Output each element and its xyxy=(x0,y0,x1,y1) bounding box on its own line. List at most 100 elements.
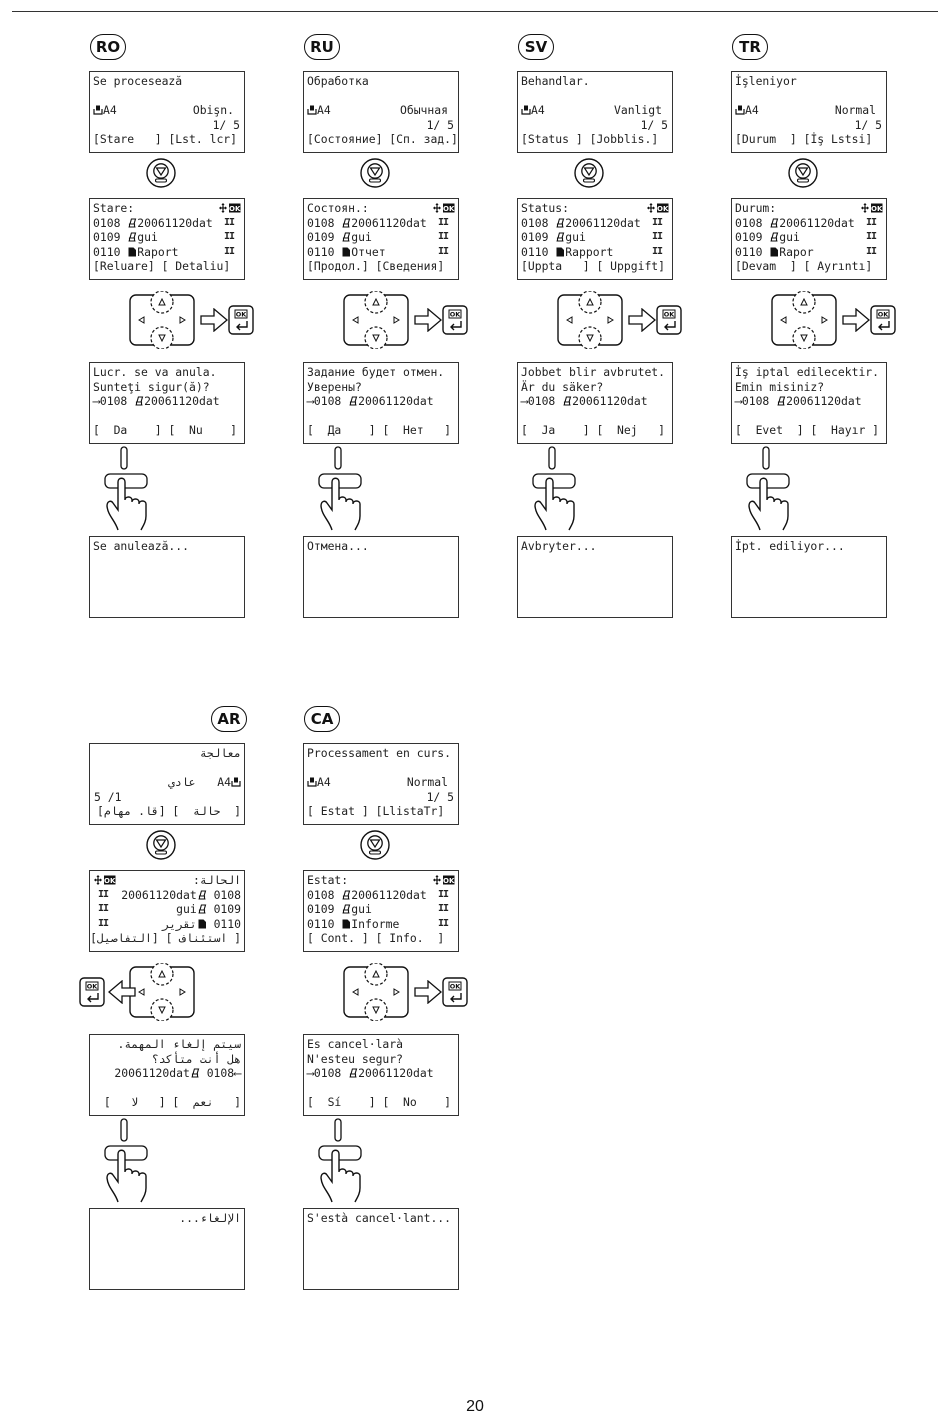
print-job-icon xyxy=(190,1066,200,1080)
softkey-left: [ Estat ] xyxy=(307,804,369,819)
ok-enter-key-icon[interactable]: OK xyxy=(442,977,468,1007)
job-id: 0108 xyxy=(93,215,121,230)
softkey-yes: [ Da ] xyxy=(93,423,162,438)
softkey-right: [قا. مهام] xyxy=(96,804,166,819)
softkey-left: [Продол.] xyxy=(307,259,369,274)
stop-button-icon[interactable] xyxy=(146,830,176,860)
job-id: 0110 xyxy=(521,244,549,259)
svg-text:OK: OK xyxy=(664,311,676,319)
softkey-right: [ Ayrıntı] xyxy=(803,259,873,274)
stop-button-icon[interactable] xyxy=(360,158,390,188)
lcd-title: İşleniyor xyxy=(735,74,797,88)
softkey-no: [ لا ] xyxy=(103,1095,166,1110)
confirm-line-2: Är du säker? xyxy=(521,380,672,395)
paper-type: Obişn. xyxy=(192,103,234,118)
status-title: Estat: xyxy=(307,873,349,887)
job-name: 20061120dat xyxy=(786,394,862,409)
softkey-left: [Uppta ] xyxy=(521,259,590,274)
softkey-left: [Durum ] xyxy=(735,132,797,147)
stop-button-icon[interactable] xyxy=(146,158,176,188)
job-name: gui xyxy=(176,902,197,917)
softkey-right: [Jobblis.] xyxy=(589,132,659,147)
ok-enter-key-icon[interactable]: OK xyxy=(79,977,105,1007)
language-badge-ca: CA xyxy=(304,706,340,732)
status-title: Status: xyxy=(521,201,570,215)
paper-size: A4 xyxy=(745,103,759,118)
lcd-title-line: Se procesează xyxy=(93,74,244,89)
job-name: 20061120dat xyxy=(565,215,641,230)
job-name: Informe xyxy=(351,916,400,931)
pointer-arrow-icon: ⟵ xyxy=(234,1066,241,1081)
confirm-job-line: ⟶0108 20061120dat xyxy=(93,394,244,409)
arrow-keypad-icon[interactable] xyxy=(340,962,412,1022)
paused-status-icon: II xyxy=(651,216,663,228)
paper-tray-icon xyxy=(93,103,103,117)
ok-enter-key-icon[interactable]: OK xyxy=(870,305,896,335)
page-count: 1/ 5 xyxy=(640,117,668,132)
paused-status-icon: II xyxy=(437,888,449,900)
ok-enter-key-icon[interactable]: OK xyxy=(228,305,254,335)
nav-ok-indicator-icon: OK xyxy=(219,202,241,217)
job-id: 0109 xyxy=(93,230,121,245)
status-title: Stare: xyxy=(93,201,135,215)
ok-enter-key-icon[interactable]: OK xyxy=(442,305,468,335)
softkey-yes: [ Evet ] xyxy=(735,423,804,438)
stop-button-icon[interactable] xyxy=(360,830,390,860)
arrow-keypad-icon[interactable] xyxy=(126,962,198,1022)
lcd-blank-line xyxy=(307,409,458,424)
paused-status-icon: II xyxy=(437,231,449,243)
job-name: Raport xyxy=(137,244,179,259)
print-job-icon xyxy=(769,216,779,230)
lcd-blank-line xyxy=(735,409,886,424)
pointer-arrow-icon: ⟶ xyxy=(307,1066,314,1081)
softkey-no: [ Nej ] xyxy=(596,423,666,438)
arrow-icon xyxy=(107,979,136,1005)
lcd-cancel-confirm-screen-tr: İş iptal edilecektir.Emin misiniz?⟶0108 … xyxy=(731,362,887,444)
svg-text:OK: OK xyxy=(229,205,241,213)
lcd-blank-line xyxy=(93,89,244,104)
confirm-message: Es cancel·larà xyxy=(307,1037,404,1051)
lcd-blank-line xyxy=(521,89,672,104)
job-id: 0108 xyxy=(213,887,241,902)
nav-ok-indicator-icon: OK xyxy=(647,202,669,217)
count-line: 1/ 5 xyxy=(93,118,244,133)
softkey-line: [ Sí ] [ No ] xyxy=(307,1095,458,1110)
page-number: 20 xyxy=(466,1398,484,1415)
lcd-title: Processament en curs. xyxy=(307,746,452,760)
ok-enter-key-icon[interactable]: OK xyxy=(656,305,682,335)
confirm-line-1: İş iptal edilecektir. xyxy=(735,365,886,380)
nav-ok-indicator-icon: OK xyxy=(94,874,116,889)
canceling-line: Se anulează... xyxy=(93,539,244,554)
arrow-keypad-icon[interactable] xyxy=(554,290,626,350)
pointer-arrow-icon: ⟶ xyxy=(735,394,742,409)
job-id: 0108 xyxy=(307,887,335,902)
svg-text:OK: OK xyxy=(104,877,116,885)
status-title: الحالة: xyxy=(192,873,241,887)
svg-text:OK: OK xyxy=(443,205,455,213)
stop-button-icon[interactable] xyxy=(788,158,818,188)
arrow-keypad-icon[interactable] xyxy=(340,290,412,350)
confirm-job-line: ⟵0108 20061120dat xyxy=(90,1066,241,1081)
softkey-right: [Lst. lcr] xyxy=(168,132,238,147)
stop-button-icon[interactable] xyxy=(574,158,604,188)
confirm-message: Lucr. se va anula. xyxy=(93,365,217,379)
paper-tray-icon xyxy=(307,103,317,117)
canceling-line: S'està cancel·lant... xyxy=(307,1211,458,1226)
job-id: 0109 xyxy=(307,902,335,917)
arrow-keypad-icon[interactable] xyxy=(768,290,840,350)
status-title-line: الحالة: OK xyxy=(90,873,241,888)
canceling-line: الإلغاء... xyxy=(90,1211,241,1226)
confirm-question: هل أنت متأكد؟ xyxy=(151,1051,241,1066)
arrow-keypad-icon[interactable] xyxy=(126,290,198,350)
arrow-icon xyxy=(628,307,657,333)
softkey-yes: [ Ja ] xyxy=(521,423,590,438)
